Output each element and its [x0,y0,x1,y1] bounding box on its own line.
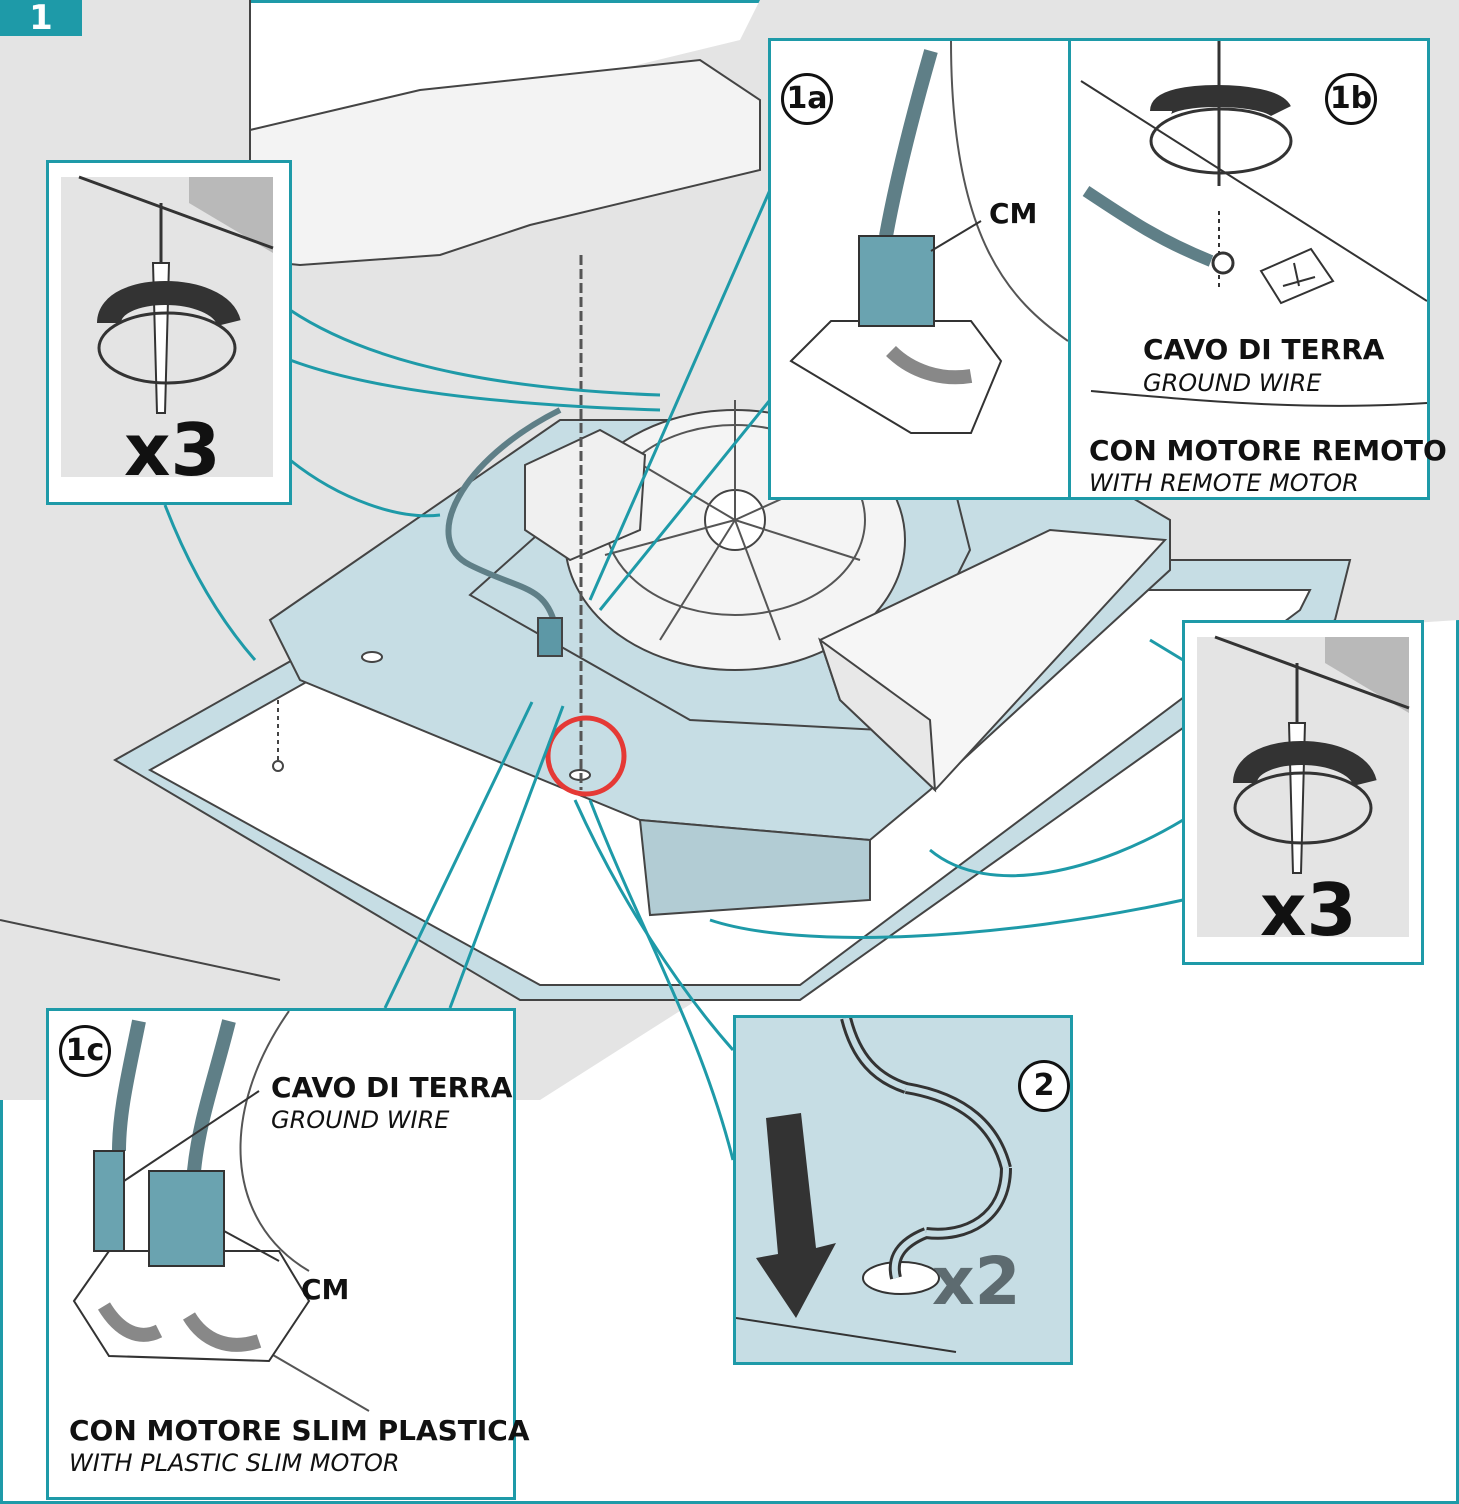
ground-wire-subtitle: GROUND WIRE [271,1106,450,1134]
panel-1a-connector: 1a CM [768,38,1071,500]
screw-count-left: x3 [124,408,221,492]
motor-junction-box [524,428,647,562]
chain-hole-highlight [545,715,627,797]
ground-symbol-icon [1080,41,1427,407]
panel-2-chain: 2 x2 [733,1015,1073,1365]
step-number-badge: 1 [0,0,82,36]
plastic-motor-title: CON MOTORE SLIM PLASTICA [69,1414,530,1447]
screwdriver-rotate-icon [61,175,274,477]
ground-wire-title: CAVO DI TERRA [271,1071,513,1104]
arrow-down-icon [756,1113,836,1318]
chain-icon [736,1018,1070,1362]
panel-screws-right: x3 [1182,620,1424,965]
panel-1c-plastic-motor: 1c CAVO DI TERRA GROUND WIRE CM CON MOTO… [46,1008,530,1500]
remote-motor-title: CON MOTORE REMOTO [1089,434,1447,467]
connector-cm [537,617,563,657]
connector-label-cm: CM [301,1273,350,1306]
panel-1a-badge: 1a [781,73,833,125]
ground-wire-subtitle: GROUND WIRE [1143,369,1322,397]
plastic-motor-subtitle: WITH PLASTIC SLIM MOTOR [69,1449,400,1477]
panel-1b-ground: 1b CAVO DI TERRA GROUND WIRE CON MOTORE … [1068,38,1447,500]
panel-2-badge: 2 [1018,1060,1070,1112]
connector-label-cm: CM [989,197,1038,230]
connector-plug-icon [789,41,1068,434]
panel-screws-left: x3 [46,160,292,505]
panel-1b-badge: 1b [1325,73,1377,125]
chain-count: x2 [932,1243,1021,1320]
panel-1c-badge: 1c [59,1025,111,1077]
remote-motor-subtitle: WITH REMOTE MOTOR [1089,469,1359,497]
screw-count-right: x3 [1260,868,1357,952]
ground-wire-title: CAVO DI TERRA [1143,333,1385,366]
power-cable [445,407,562,626]
screwdriver-rotate-icon [1197,635,1410,937]
connector-plug-icon [72,1011,370,1412]
